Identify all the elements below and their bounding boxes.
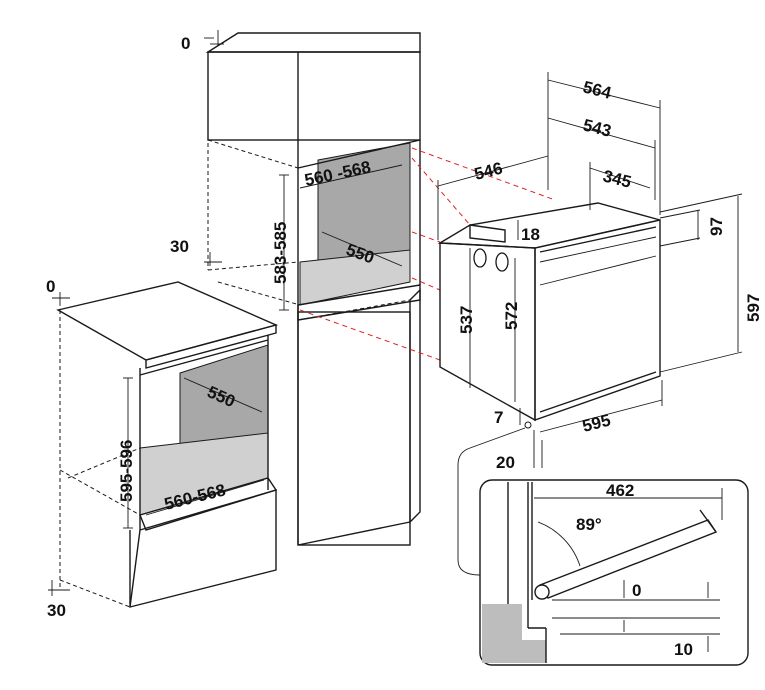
detail-callout [479,479,749,666]
tall-gap-30-label: 30 [170,237,189,256]
oven-depth-body-label: 543 [581,115,613,140]
oven-front-width-label: 595 [580,411,612,436]
detail-10-label: 10 [674,640,693,659]
oven-body-height-label: 572 [502,302,521,330]
tall-niche-height-label: 583-585 [271,222,290,284]
oven-top-345-label: 345 [601,166,633,191]
oven-bottom-7-label: 7 [494,408,503,427]
oven-side-height-label: 537 [457,306,476,334]
oven-knob-right [495,252,509,272]
base-top-zero-label: 0 [46,277,55,296]
oven-front-height-label: 597 [744,294,763,322]
oven-unit [437,202,661,422]
tall-top-zero-label: 0 [181,34,190,53]
detail-462-label: 462 [606,481,634,500]
oven-top-97-label: 97 [707,217,726,236]
tall-cabinet [204,30,421,546]
oven-bottom-20-label: 20 [496,453,515,472]
detail-angle-label: 89° [576,515,602,534]
base-cabinet [48,281,279,608]
detail-wall [482,604,522,663]
detail-zero-label: 0 [632,581,641,600]
oven-depth-total-label: 564 [581,77,614,102]
base-niche-height-label: 595-596 [117,440,136,502]
oven-knob-left [473,248,487,268]
base-bottom-30-label: 30 [47,601,66,620]
oven-dimensions [437,72,743,576]
oven-top-18-label: 18 [521,225,540,244]
